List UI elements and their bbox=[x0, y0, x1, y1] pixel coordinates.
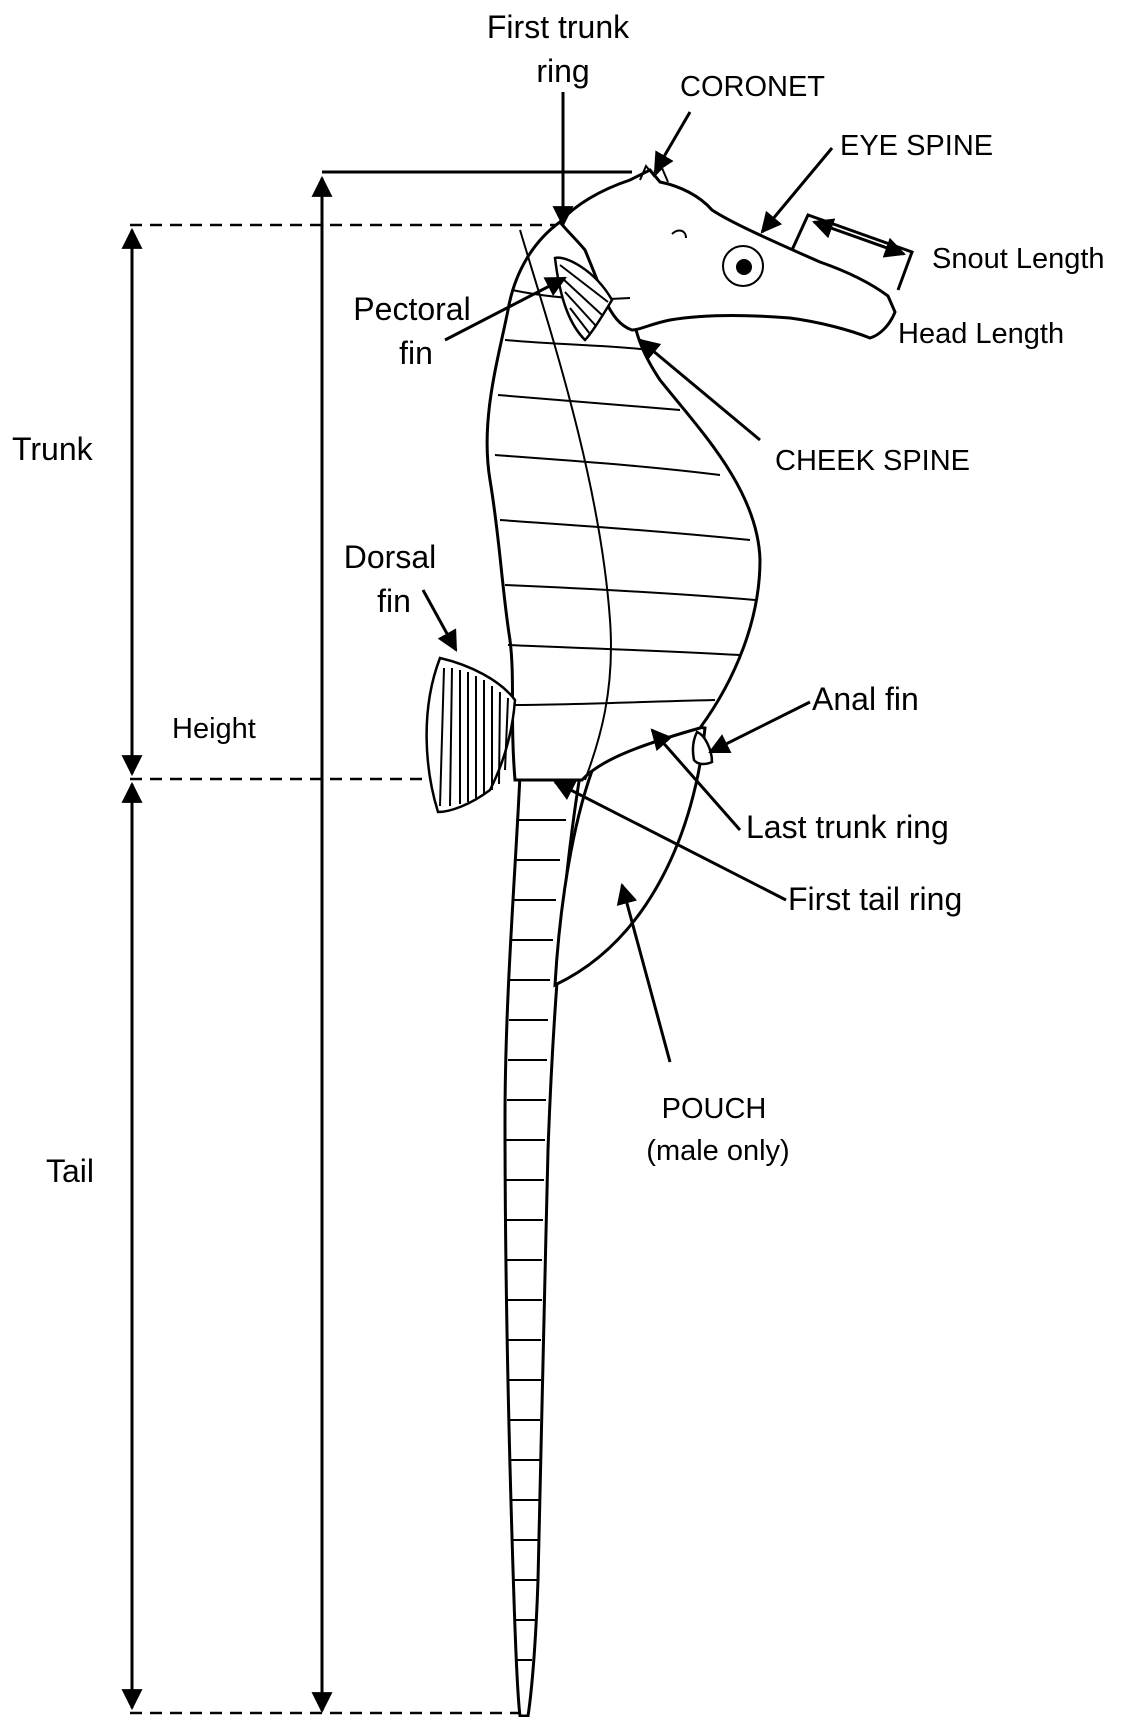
coronet-pointer bbox=[655, 112, 690, 172]
pouch-label-line1: POUCH bbox=[662, 1093, 767, 1125]
trunk-label: Trunk bbox=[12, 431, 94, 467]
last-trunk-ring-label: Last trunk ring bbox=[746, 809, 949, 845]
seahorse-illustration bbox=[427, 166, 895, 1716]
pouch-label-line2: (male only) bbox=[646, 1135, 789, 1167]
snout-length-label: Snout Length bbox=[932, 243, 1105, 275]
height-label: Height bbox=[172, 713, 256, 745]
first-tail-ring-label: First tail ring bbox=[788, 881, 962, 917]
dorsal-fin-label-line1: Dorsal bbox=[344, 539, 436, 575]
coronet-label: CORONET bbox=[680, 71, 825, 103]
pectoral-fin-label-line1: Pectoral bbox=[353, 291, 470, 327]
tail-label: Tail bbox=[46, 1153, 94, 1189]
snout-length-arrow bbox=[814, 222, 904, 254]
pectoral-fin-label-line2: fin bbox=[399, 335, 433, 371]
seahorse-pupil bbox=[736, 259, 752, 275]
dorsal-fin-label-line2: fin bbox=[377, 583, 411, 619]
anal-fin-label: Anal fin bbox=[812, 681, 919, 717]
first-trunk-ring-label-line1: First trunk bbox=[487, 9, 630, 45]
cheek-spine-label: CHEEK SPINE bbox=[775, 445, 970, 477]
pouch-pointer bbox=[622, 885, 670, 1062]
head-length-label: Head Length bbox=[898, 318, 1064, 350]
dorsal-fin-pointer bbox=[423, 590, 456, 650]
first-trunk-ring-label-line2: ring bbox=[536, 53, 589, 89]
anal-fin-pointer bbox=[710, 702, 810, 752]
eye-spine-label: EYE SPINE bbox=[840, 130, 993, 162]
anal-fin bbox=[693, 732, 712, 764]
